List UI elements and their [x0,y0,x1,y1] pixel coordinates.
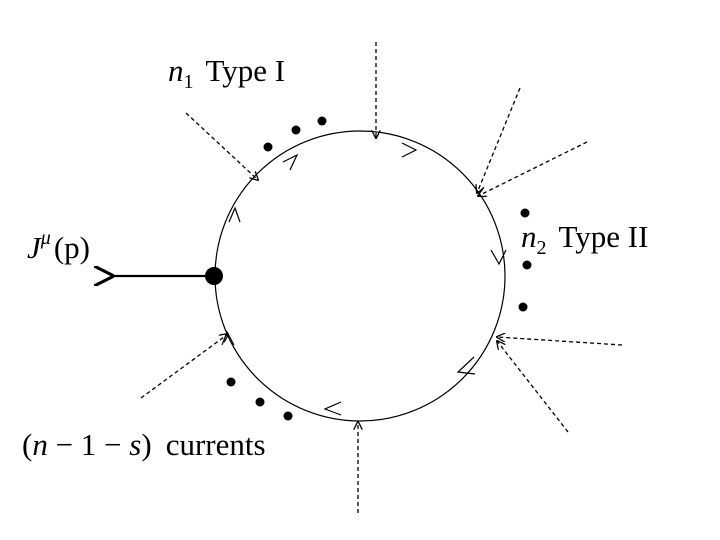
external-leg-upper-right-b [478,141,588,196]
external-leg-lower-left [140,334,228,399]
loop-direction-arrows [221,142,507,416]
ellipsis-type-two [518,208,532,312]
other-currents-label: (n − 1 − s)currents [22,427,266,462]
external-leg-lower-right-a [497,337,623,346]
loop-arrow-left-lower [221,330,235,346]
loop-arrow-right [490,249,507,266]
ellipsis-other-currents [226,377,293,421]
ellipsis-type-one [263,116,327,152]
external-legs [140,42,623,513]
loop-arrow-top [401,142,418,158]
external-leg-upper-left [185,112,258,180]
current-label: Jμ(p) [27,227,90,265]
current-vertex [205,267,223,285]
external-leg-upper-right-a [477,87,521,193]
loop-arrow-bottom-right [456,356,476,375]
loop-arrow-left-upper [228,206,241,223]
external-leg-lower-right-b [497,341,569,433]
loop-circle [214,130,506,422]
loop-arrow-bottom [323,401,342,416]
loop-arrow-top-left [282,153,299,171]
